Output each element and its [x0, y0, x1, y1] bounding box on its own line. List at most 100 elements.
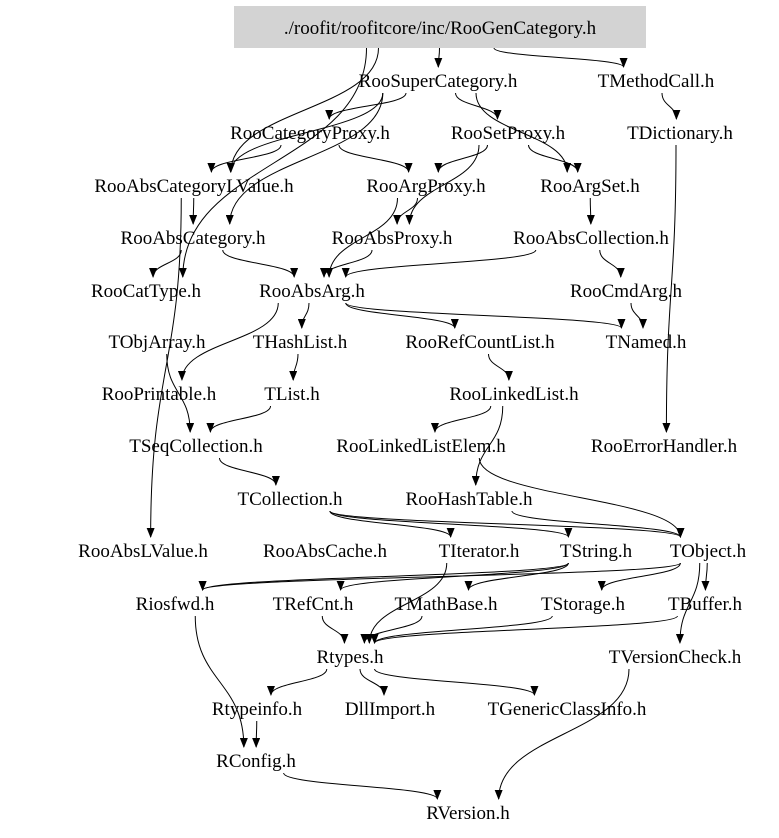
edge-tcollection-to-tstring: [329, 510, 573, 538]
node-label: RooHashTable.h: [406, 489, 533, 510]
edge-rooargproxy-to-rooabsarg: [325, 197, 398, 278]
edge-rooabscollection-to-rooabsarg: [341, 249, 537, 278]
node-label: RConfig.h: [216, 751, 296, 772]
edge-roosupercategory-to-rooabscategorylvalue: [226, 92, 384, 173]
node-tcollection: TCollection.h: [237, 489, 343, 510]
edge-roocategoryproxy-to-rooabscategorylvalue: [207, 144, 282, 173]
edge-rtypeinfo-to-rconfig: [252, 720, 261, 748]
node-label: RooCmdArg.h: [570, 281, 683, 302]
edge-rooabscategorylvalue-to-rooabscategory: [189, 197, 198, 225]
node-label: TRefCnt.h: [273, 594, 354, 615]
edge-tobjarray-to-tseqcollection: [166, 353, 195, 433]
node-label: RooSuperCategory.h: [359, 71, 518, 92]
edge-rooargproxy-to-rooabsproxy: [393, 197, 418, 225]
node-label: TCollection.h: [237, 489, 343, 510]
edge-rooabsarg-to-roorefcountlist: [345, 302, 459, 329]
node-roocategoryproxy: RooCategoryProxy.h: [230, 123, 390, 144]
node-rooprintable: RooPrintable.h: [102, 384, 217, 405]
node-tgenericclassinfo: TGenericClassInfo.h: [488, 699, 647, 720]
node-label: RooLinkedListElem.h: [336, 436, 506, 457]
node-label: RooArgProxy.h: [366, 176, 486, 197]
edge-tstring-to-tmathbase: [464, 562, 569, 591]
edge-roocategoryproxy-to-rooargproxy: [338, 144, 413, 173]
edge-roosupercategory-to-rooargset: [475, 92, 572, 173]
node-label: Rtypes.h: [316, 647, 384, 668]
node-trefcnt: TRefCnt.h: [273, 594, 354, 615]
node-tstring: TString.h: [560, 541, 633, 562]
node-rooabscategorylvalue: RooAbsCategoryLValue.h: [94, 176, 294, 197]
node-label: RooSetProxy.h: [451, 123, 566, 144]
node-label: Riosfwd.h: [136, 594, 215, 615]
edge-tobject-to-tbuffer: [701, 562, 710, 591]
node-tnamed: TNamed.h: [606, 332, 687, 353]
edge-tlist-to-tseqcollection: [206, 405, 272, 433]
edge-root-to-tmethodcall: [493, 47, 628, 68]
edge-roosetproxy-to-rooargset: [528, 144, 582, 173]
node-label: TMethodCall.h: [598, 71, 715, 92]
node-label: TNamed.h: [606, 332, 687, 353]
node-roorefcountlist: RooRefCountList.h: [405, 332, 555, 353]
node-tbuffer: TBuffer.h: [668, 594, 743, 615]
node-label: RooArgSet.h: [540, 176, 640, 197]
edge-roolinkedlist-to-roolinkedlistelem: [430, 405, 492, 433]
node-titerator: TIterator.h: [439, 541, 520, 562]
node-label: RooAbsCollection.h: [513, 228, 669, 249]
node-rooabscache: RooAbsCache.h: [263, 541, 388, 562]
edge-rtypes-to-rtypeinfo: [266, 668, 328, 696]
node-dllimport: DllImport.h: [345, 699, 436, 720]
edge-tmethodcall-to-tdictionary: [661, 92, 681, 120]
edge-roocmdarg-to-tnamed: [630, 302, 647, 329]
node-rtypes: Rtypes.h: [316, 647, 384, 668]
edge-tstring-to-trefcnt: [336, 562, 569, 591]
node-rooabscategory: RooAbsCategory.h: [121, 228, 266, 249]
edge-tmathbase-to-rtypes: [360, 615, 423, 644]
node-label: TList.h: [264, 384, 320, 405]
edge-rooabsarg-to-tnamed: [345, 302, 626, 329]
node-label: RooCategoryProxy.h: [230, 123, 390, 144]
node-rooabslvalue: RooAbsLValue.h: [78, 541, 208, 562]
edge-roosupercategory-to-roocategoryproxy: [325, 92, 407, 120]
edge-rtypes-to-dllimport: [359, 668, 388, 696]
node-roosetproxy: RooSetProxy.h: [451, 123, 566, 144]
edge-rooabscategorylvalue-to-rooabslvalue: [146, 197, 182, 538]
node-label: ./roofit/roofitcore/inc/RooGenCategory.h: [284, 18, 597, 39]
edge-tversioncheck-to-rversion: [494, 668, 630, 800]
node-label: THashList.h: [253, 332, 348, 353]
node-label: RooPrintable.h: [102, 384, 217, 405]
node-label: RooErrorHandler.h: [591, 436, 738, 457]
node-roohashtable: RooHashTable.h: [406, 489, 533, 510]
edge-tobject-to-tstorage: [597, 562, 681, 591]
edge-thashlist-to-tlist: [289, 353, 299, 381]
node-riosfwd: Riosfwd.h: [136, 594, 215, 615]
node-rooabsarg: RooAbsArg.h: [259, 281, 365, 302]
edge-rconfig-to-rversion: [283, 772, 442, 800]
node-label: TStorage.h: [541, 594, 625, 615]
edge-roosupercategory-to-rooabscategory: [225, 92, 384, 225]
edge-rooabscategory-to-rooabsarg: [222, 249, 299, 278]
edge-rooabsarg-to-rooprintable: [177, 302, 279, 381]
edge-roosupercategory-to-roosetproxy: [455, 92, 502, 120]
node-tdictionary: TDictionary.h: [627, 123, 733, 144]
edge-root-to-rooabscategorylvalue: [226, 47, 379, 173]
node-rversion: RVersion.h: [426, 803, 510, 824]
edge-roorefcountlist-to-roolinkedlist: [488, 353, 513, 381]
node-thashlist: THashList.h: [253, 332, 348, 353]
node-roocattype: RooCatType.h: [91, 281, 202, 302]
edge-tbuffer-to-rtypes: [370, 615, 678, 644]
edge-root-to-roosupercategory: [434, 47, 443, 68]
node-tobject: TObject.h: [670, 541, 747, 562]
edge-tstorage-to-rtypes: [370, 615, 553, 644]
edge-tobject-to-riosfwd: [198, 562, 681, 591]
nodes-layer: ./roofit/roofitcore/inc/RooGenCategory.h…: [78, 6, 747, 824]
edge-roolinkedlist-to-roohashtable: [471, 405, 504, 486]
edge-rooabscategory-to-roocattype: [149, 249, 182, 278]
node-label: RooAbsProxy.h: [332, 228, 453, 249]
node-rooargproxy: RooArgProxy.h: [366, 176, 486, 197]
edge-trefcnt-to-rtypes: [321, 615, 349, 644]
node-label: TObjArray.h: [108, 332, 206, 353]
edge-root-to-roocattype: [178, 47, 367, 278]
node-rooargset: RooArgSet.h: [540, 176, 640, 197]
edge-riosfwd-to-rconfig: [194, 615, 248, 748]
node-label: TIterator.h: [439, 541, 520, 562]
node-rooabscollection: RooAbsCollection.h: [513, 228, 669, 249]
